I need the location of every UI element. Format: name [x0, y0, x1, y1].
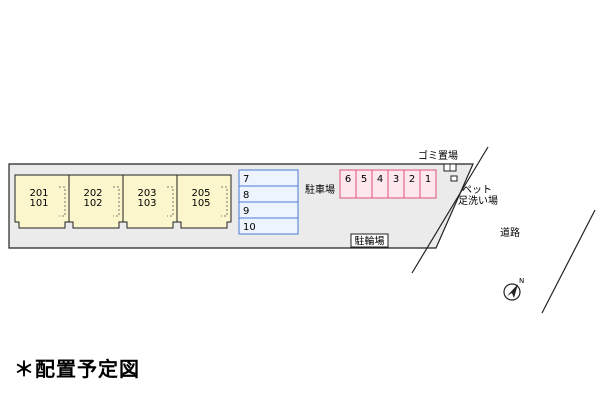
- unit-lower-number: 101: [29, 198, 48, 209]
- road-label: 道路: [500, 226, 520, 239]
- north-compass-icon: N: [503, 277, 524, 301]
- garbage-label: ゴミ置場: [418, 149, 458, 162]
- unit-lower-number: 103: [137, 198, 156, 209]
- parking-space-number: 4: [377, 174, 383, 185]
- unit-dashed-line: [167, 186, 174, 217]
- parking-space-number: 6: [345, 174, 351, 185]
- parking-label: 駐車場: [305, 183, 335, 196]
- unit-outline: [176, 174, 232, 229]
- road-edge-right: [541, 209, 596, 314]
- parking-area-blue: 7 8 9 10: [238, 169, 299, 235]
- parking-space-10: [238, 217, 299, 235]
- pet-wash-label-1: ペット: [462, 185, 492, 196]
- pet-wash-marker: [450, 175, 458, 182]
- unit-lower-number: 105: [191, 198, 210, 209]
- unit-dashed-line: [113, 186, 120, 217]
- unit-upper-number: 205: [191, 188, 210, 199]
- north-label: N: [519, 277, 524, 285]
- unit-dashed-line: [221, 186, 228, 217]
- bicycle-parking-label: 駐輪場: [355, 235, 385, 248]
- unit-lower-number: 102: [83, 198, 102, 209]
- parking-space-number: 9: [243, 206, 249, 217]
- unit-upper-number: 201: [29, 188, 48, 199]
- parking-space-number: 7: [243, 174, 249, 185]
- parking-space-number: 2: [409, 174, 415, 185]
- parking-space-number: 10: [243, 222, 256, 233]
- unit-upper-number: 202: [83, 188, 102, 199]
- pet-wash-label-2: 足洗い場: [458, 194, 498, 207]
- unit-dashed-line: [59, 186, 66, 217]
- parking-space-number: 8: [243, 190, 249, 201]
- bicycle-parking: [350, 233, 389, 248]
- unit-upper-number: 203: [137, 188, 156, 199]
- parking-space-number: 5: [361, 174, 367, 185]
- parking-space-number: 1: [425, 174, 431, 185]
- page-title: ＊配置予定図: [14, 357, 140, 381]
- parking-space-number: 3: [393, 174, 399, 185]
- parking-space-1: [419, 169, 437, 199]
- road-edge-left: [411, 146, 489, 274]
